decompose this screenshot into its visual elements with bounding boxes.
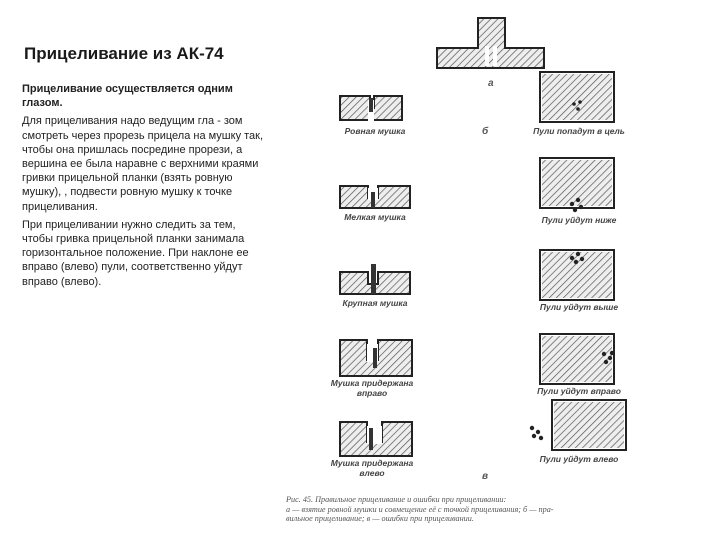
right-caption-1: Пули попадут в цель xyxy=(533,126,625,136)
left-caption-4: Мушка придержана вправо xyxy=(330,378,414,398)
top-sight-picture xyxy=(436,17,545,69)
rear-sight-even xyxy=(339,95,403,122)
right-caption-2: Пули уйдут ниже xyxy=(541,215,617,225)
left-caption-5: Мушка придержана влево xyxy=(330,458,414,478)
label-v: в xyxy=(482,471,489,482)
label-a: а xyxy=(488,78,494,89)
label-b: б xyxy=(482,126,489,137)
slide-title: Прицеливание из АК-74 xyxy=(24,44,224,63)
left-caption-2: Мелкая мушка xyxy=(344,212,406,222)
aiming-paragraph: Для прицеливания надо ведущим гла - зом … xyxy=(22,115,264,213)
target-block-right xyxy=(539,333,615,385)
right-caption-4: Пули уйдут вправо xyxy=(537,386,621,396)
tilt-paragraph: При прицеливании нужно следить за тем, ч… xyxy=(22,218,249,288)
rear-sight-left xyxy=(339,421,413,457)
target-block-left xyxy=(529,399,627,451)
target-block-low xyxy=(539,157,615,213)
aiming-figure: а б в Ровная мушка Мелкая мушка Крупная … xyxy=(282,8,712,538)
rear-sight-right xyxy=(339,339,413,377)
right-caption-3: Пули уйдут выше xyxy=(539,302,619,312)
aiming-illustration xyxy=(339,17,627,457)
left-caption-3: Крупная мушка xyxy=(342,298,408,308)
body-text: Прицеливание осуществляется одним глазом… xyxy=(22,82,264,293)
left-caption-1: Ровная мушка xyxy=(344,126,406,136)
target-block-hit xyxy=(539,71,615,123)
target-block-high xyxy=(539,249,615,301)
lead-paragraph: Прицеливание осуществляется одним глазом… xyxy=(22,83,233,110)
rear-sight-coarse xyxy=(339,264,411,295)
right-caption-5: Пули уйдут влево xyxy=(539,454,619,464)
figure-caption-line-3: вильное прицеливание; в — ошибки при при… xyxy=(286,514,474,524)
rear-sight-fine xyxy=(339,185,411,209)
figure-caption: Рис. 45. Правильное прицеливание и ошибк… xyxy=(286,495,706,524)
figure-caption-line-1: Рис. 45. Правильное прицеливание и ошибк… xyxy=(286,495,507,504)
figure-caption-line-2: а — взятие ровной мушки и совмещение её … xyxy=(286,504,554,514)
